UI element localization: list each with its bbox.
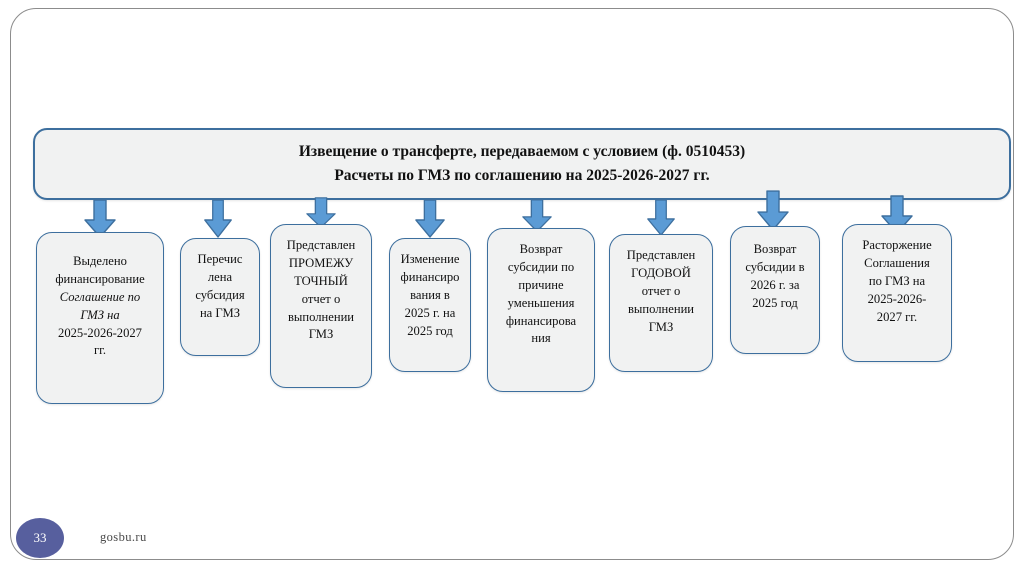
box-allocated-financing-line-5: 2025-2026-2027 [58, 325, 142, 340]
box-agreement-termination-line-5: 2027 гг. [876, 309, 918, 324]
header-title-line-2: Расчеты по ГМЗ по соглашению на 2025-202… [334, 167, 710, 184]
down-arrow-icon-1 [83, 199, 117, 239]
box-subsidy-return-reduction-line-3: причине [518, 277, 564, 292]
box-subsidy-return-reduction-line-6: ния [531, 331, 551, 346]
box-subsidy-transferred-line-1: Перечис [197, 252, 243, 266]
box-subsidy-return-reduction: Возврат субсидии по причине уменьшения финан… [487, 228, 595, 392]
box-interim-report-line-4: отчет о [301, 291, 341, 306]
box-financing-change: Изменение финансиро вания в 2025 г. на 2025 … [389, 238, 471, 372]
box-subsidy-return-reduction-text: Возврат субсидии по причине уменьшения финан… [488, 229, 594, 348]
down-arrow-icon-6 [646, 199, 676, 237]
box-annual-report-line-2: ГОДОВОЙ [631, 265, 691, 280]
box-subsidy-return-2026-line-4: 2025 год [752, 295, 798, 310]
box-interim-report-line-5: выполнении [287, 309, 355, 324]
down-arrow-icon-4 [414, 199, 446, 239]
box-allocated-financing-line-2: финансирование [55, 271, 145, 286]
header-banner: Извещение о трансферте, передаваемом с у… [33, 128, 1011, 200]
slide-number-label: 33 [33, 530, 47, 545]
down-arrow-icon-7 [756, 190, 790, 232]
box-interim-report-line-1: Представлен [286, 238, 356, 252]
box-financing-change-line-2: финансиро [400, 269, 460, 284]
box-financing-change-line-1: Изменение [400, 252, 460, 266]
box-allocated-financing-line-6: гг. [93, 343, 107, 358]
box-agreement-termination-line-1: Расторжение [862, 238, 932, 252]
box-subsidy-transferred-text: Перечис лена субсидия на ГМЗ [181, 239, 259, 323]
footer-site-label: gosbu.ru [100, 530, 147, 544]
box-agreement-termination-line-3: по ГМЗ на [868, 273, 926, 288]
box-subsidy-transferred: Перечис лена субсидия на ГМЗ [180, 238, 260, 356]
box-subsidy-transferred-line-2: лена [207, 269, 233, 284]
box-financing-change-line-4: 2025 г. на [404, 305, 456, 320]
box-subsidy-transferred-line-4: на ГМЗ [199, 305, 241, 320]
box-interim-report-line-3: ТОЧНЫЙ [294, 273, 348, 288]
box-agreement-termination-line-2: Соглашения [864, 255, 930, 270]
box-subsidy-return-2026-line-3: 2026 г. за [750, 277, 800, 292]
box-interim-report-line-6: ГМЗ [308, 327, 334, 342]
box-allocated-financing-line-3: Соглашение по [59, 289, 141, 304]
box-subsidy-return-reduction-line-2: субсидии по [507, 259, 575, 274]
down-arrow-icon-5 [521, 199, 553, 233]
box-subsidy-transferred-line-3: субсидия [195, 287, 245, 302]
down-arrow-icon-2 [203, 199, 233, 239]
box-subsidy-return-reduction-line-1: Возврат [519, 242, 563, 256]
box-allocated-financing-line-1: Выделено [73, 254, 127, 268]
box-interim-report-line-2: ПРОМЕЖУ [288, 255, 354, 270]
box-subsidy-return-reduction-line-4: уменьшения [507, 295, 575, 310]
box-allocated-financing-line-4: ГМЗ на [80, 307, 120, 322]
box-subsidy-return-2026-line-2: субсидии в [745, 259, 805, 274]
box-subsidy-return-reduction-line-5: финансирова [505, 313, 577, 328]
box-annual-report-line-4: выполнении [627, 301, 695, 316]
box-financing-change-text: Изменение финансиро вания в 2025 г. на 2025 … [390, 239, 470, 340]
box-subsidy-return-2026: Возврат субсидии в 2026 г. за 2025 год [730, 226, 820, 354]
box-annual-report-line-5: ГМЗ [648, 319, 674, 334]
box-annual-report-line-1: Представлен [626, 248, 696, 262]
header-title-line-1: Извещение о трансферте, передаваемом с у… [298, 142, 746, 160]
slide-number-badge: 33 [16, 518, 64, 558]
box-subsidy-return-2026-line-1: Возврат [753, 242, 797, 256]
box-financing-change-line-5: 2025 год [407, 323, 453, 338]
box-annual-report-line-3: отчет о [641, 283, 681, 298]
box-subsidy-return-2026-text: Возврат субсидии в 2026 г. за 2025 год [731, 227, 819, 313]
box-financing-change-line-3: вания в [410, 287, 450, 302]
down-arrow-icon-3 [305, 197, 337, 229]
box-agreement-termination-line-4: 2025-2026- [867, 291, 927, 306]
